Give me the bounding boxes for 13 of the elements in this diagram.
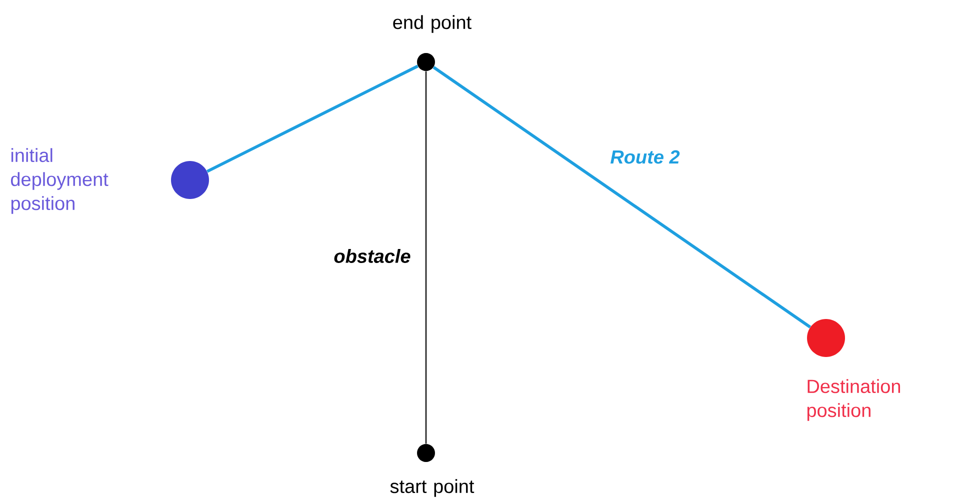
point-marker — [417, 444, 435, 462]
route-line — [432, 66, 812, 328]
edge-label: obstacle — [332, 248, 412, 264]
point-label: initial deployment position — [11, 148, 108, 214]
point-label: start point — [390, 479, 474, 497]
route-line — [425, 71, 427, 444]
point-marker — [807, 319, 845, 357]
point-marker — [417, 53, 435, 71]
point-label: end point — [393, 15, 472, 33]
edge-label: Route 2 — [609, 149, 681, 165]
point-label: Destination position — [807, 379, 900, 421]
route-line — [206, 64, 418, 173]
point-marker — [171, 161, 209, 199]
